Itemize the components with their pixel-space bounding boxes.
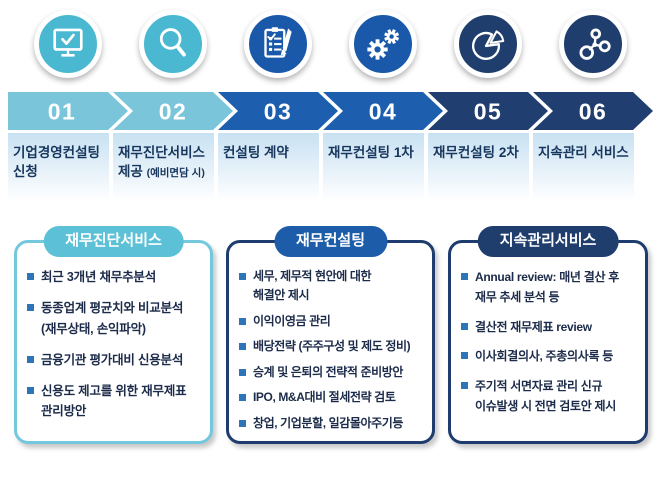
box-continuous-management: 지속관리서비스 Annual review: 매년 결산 후 재무 추세 분석 … bbox=[448, 226, 648, 444]
step-5-circle bbox=[454, 10, 522, 78]
list-item: 신용도 제고를 위한 재무제표 관리방안 bbox=[27, 381, 204, 422]
list-item: 동종업계 평균치와 비교분석 (재무상태, 손익파악) bbox=[27, 298, 204, 339]
step-4-circle bbox=[349, 10, 417, 78]
step-2-label: 재무진단서비스 제공 (예비면담 시) bbox=[113, 133, 214, 207]
bullet-marker bbox=[239, 273, 246, 280]
bullet-marker bbox=[27, 355, 34, 363]
step-1-arrow bbox=[8, 92, 128, 130]
step-2-number: 02 bbox=[159, 99, 188, 125]
step-2-circle bbox=[139, 10, 207, 78]
bullet-marker bbox=[239, 394, 246, 402]
gears-icon bbox=[367, 29, 400, 60]
step-3-label: 컨설팅 계약 bbox=[218, 133, 319, 207]
step-5-number: 05 bbox=[474, 99, 503, 125]
pie-chart-icon bbox=[471, 30, 505, 60]
box-2-title: 재무컨설팅 bbox=[273, 226, 388, 257]
list-item: 이익이영금 관리 bbox=[239, 312, 426, 331]
monitor-check-icon bbox=[53, 28, 83, 57]
step-arrow-band: 01 02 03 04 05 06 bbox=[8, 92, 653, 130]
step-6-circle bbox=[559, 10, 627, 78]
checklist-pen-icon bbox=[264, 27, 292, 58]
step-3-arrow bbox=[218, 92, 338, 130]
step-6-arrow bbox=[533, 92, 653, 130]
bullet-marker bbox=[239, 368, 246, 376]
list-item: 세무, 제무적 현안에 대한 해결안 제시 bbox=[239, 267, 426, 306]
list-item: 창업, 기업분할, 일감몰아주기등 bbox=[239, 414, 426, 433]
list-item: 이사회결의사, 주총의사록 등 bbox=[461, 346, 639, 366]
step-5-arrow bbox=[428, 92, 548, 130]
step-6-label: 지속관리 서비스 bbox=[533, 133, 634, 207]
bullet-marker bbox=[239, 317, 246, 325]
list-item: 주기적 서면자료 관리 신규 이슈발생 시 전면 검토안 제시 bbox=[461, 376, 639, 417]
bullet-marker bbox=[239, 419, 246, 427]
bullet-marker bbox=[27, 387, 34, 394]
box-financial-consulting: 재무컨설팅 세무, 제무적 현안에 대한 해결안 제시 이익이영금 관리 배당전… bbox=[226, 226, 435, 444]
bullet-marker bbox=[27, 273, 34, 280]
list-item: 결산전 재무제표 review bbox=[461, 317, 639, 337]
network-icon bbox=[579, 28, 611, 60]
bullet-marker bbox=[461, 322, 468, 330]
magnifier-icon bbox=[159, 28, 186, 57]
step-6-number: 06 bbox=[579, 99, 608, 125]
step-4-arrow bbox=[323, 92, 443, 130]
step-4-label: 재무컨설팅 1차 bbox=[323, 133, 424, 207]
list-item: Annual review: 매년 결산 후 재무 추세 분석 등 bbox=[461, 267, 639, 308]
list-item: 배당전략 (주주구성 및 제도 정비) bbox=[239, 337, 426, 356]
bullet-marker bbox=[27, 304, 34, 312]
bullet-marker bbox=[461, 381, 468, 389]
box-1-title: 재무진단서비스 bbox=[43, 226, 184, 257]
step-4-number: 04 bbox=[369, 99, 398, 125]
list-item: 승계 및 은퇴의 전략적 준비방안 bbox=[239, 363, 426, 382]
step-3-number: 03 bbox=[264, 99, 293, 125]
bullet-marker bbox=[461, 352, 468, 360]
box-financial-diagnosis: 재무진단서비스 최근 3개년 채무추분석 동종업계 평균치와 비교분석 (재무상… bbox=[14, 226, 213, 444]
step-1-circle bbox=[34, 10, 102, 78]
step-3-circle bbox=[244, 10, 312, 78]
list-item: 금융기관 평가대비 신용분석 bbox=[27, 350, 204, 370]
step-5-label: 재무컨설팅 2차 bbox=[428, 133, 529, 207]
step-1-label: 기업경영컨설팅 신청 bbox=[8, 133, 109, 207]
box-3-title: 지속관리서비스 bbox=[477, 226, 619, 257]
list-item: IPO, M&A대비 절세전략 검토 bbox=[239, 388, 426, 407]
step-1-number: 01 bbox=[48, 99, 77, 125]
bullet-marker bbox=[239, 343, 246, 351]
step-2-arrow bbox=[113, 92, 233, 130]
bullet-marker bbox=[461, 273, 468, 280]
list-item: 최근 3개년 채무추분석 bbox=[27, 267, 204, 287]
step-2-label-note: (예비면담 시) bbox=[146, 167, 205, 180]
